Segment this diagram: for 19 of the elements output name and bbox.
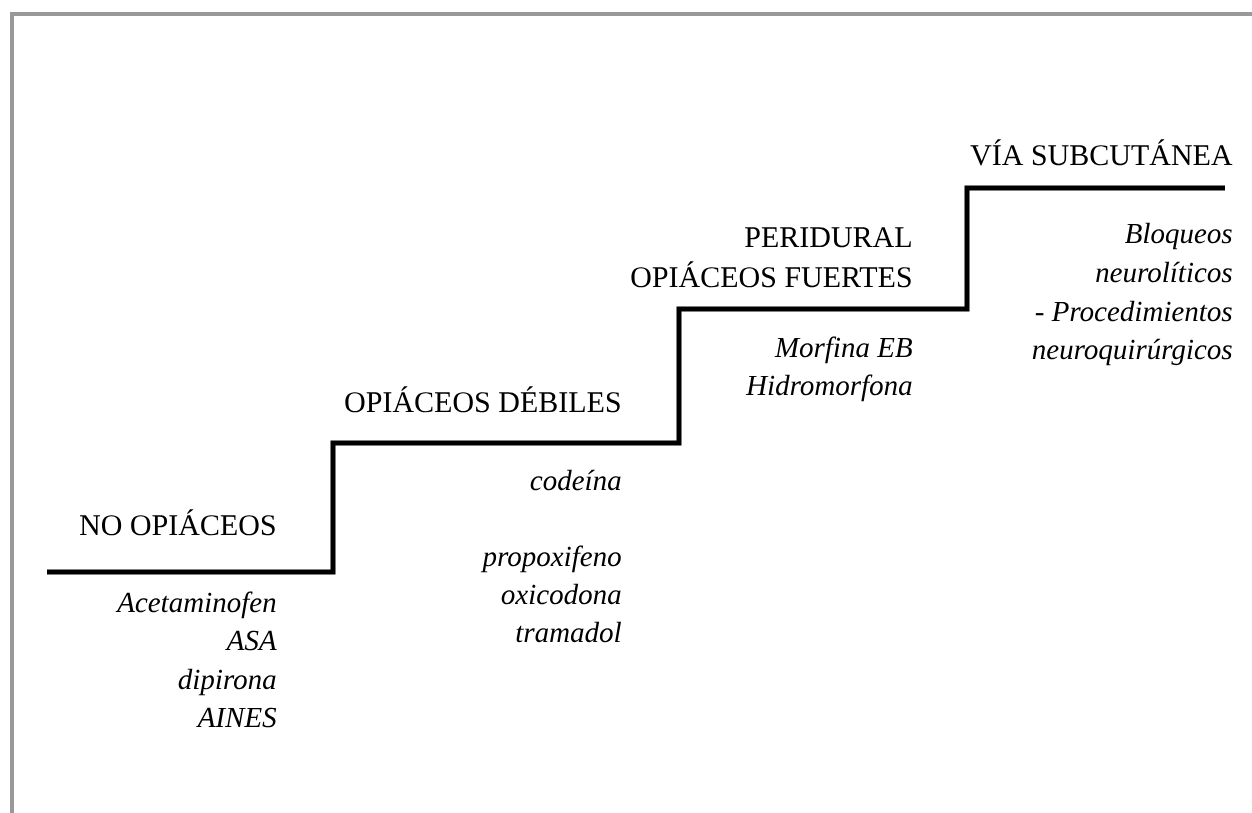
drug-name: Hidromorfona (745, 374, 912, 402)
drug-name: oxicodona (501, 583, 621, 605)
drug-name: - Procedimientos (1035, 300, 1232, 322)
drug-name: Bloqueos (1124, 222, 1232, 250)
drug-name: codeína (530, 469, 621, 491)
step-heading: NO OPIÁCEOS (79, 509, 275, 536)
step-heading: OPIÁCEOS DÉBILES (345, 386, 620, 413)
drug-name: Morfina EB (774, 336, 912, 364)
drug-name: AINES (196, 707, 277, 728)
step-heading: OPIÁCEOS FUERTES (631, 261, 911, 288)
drug-name: ASA (225, 630, 277, 651)
drug-name: propoxifeno (480, 545, 621, 573)
drug-name: Acetaminofen (115, 591, 276, 619)
drug-name: neuroquirúrgicos (1032, 338, 1232, 366)
step-heading: PERIDURAL (745, 227, 911, 248)
drug-name: neurolíticos (1096, 261, 1232, 283)
step-heading: VÍA SUBCUTÁNEA (970, 139, 1233, 166)
drug-name: dipirona (178, 668, 276, 696)
drug-name: tramadol (516, 621, 621, 643)
